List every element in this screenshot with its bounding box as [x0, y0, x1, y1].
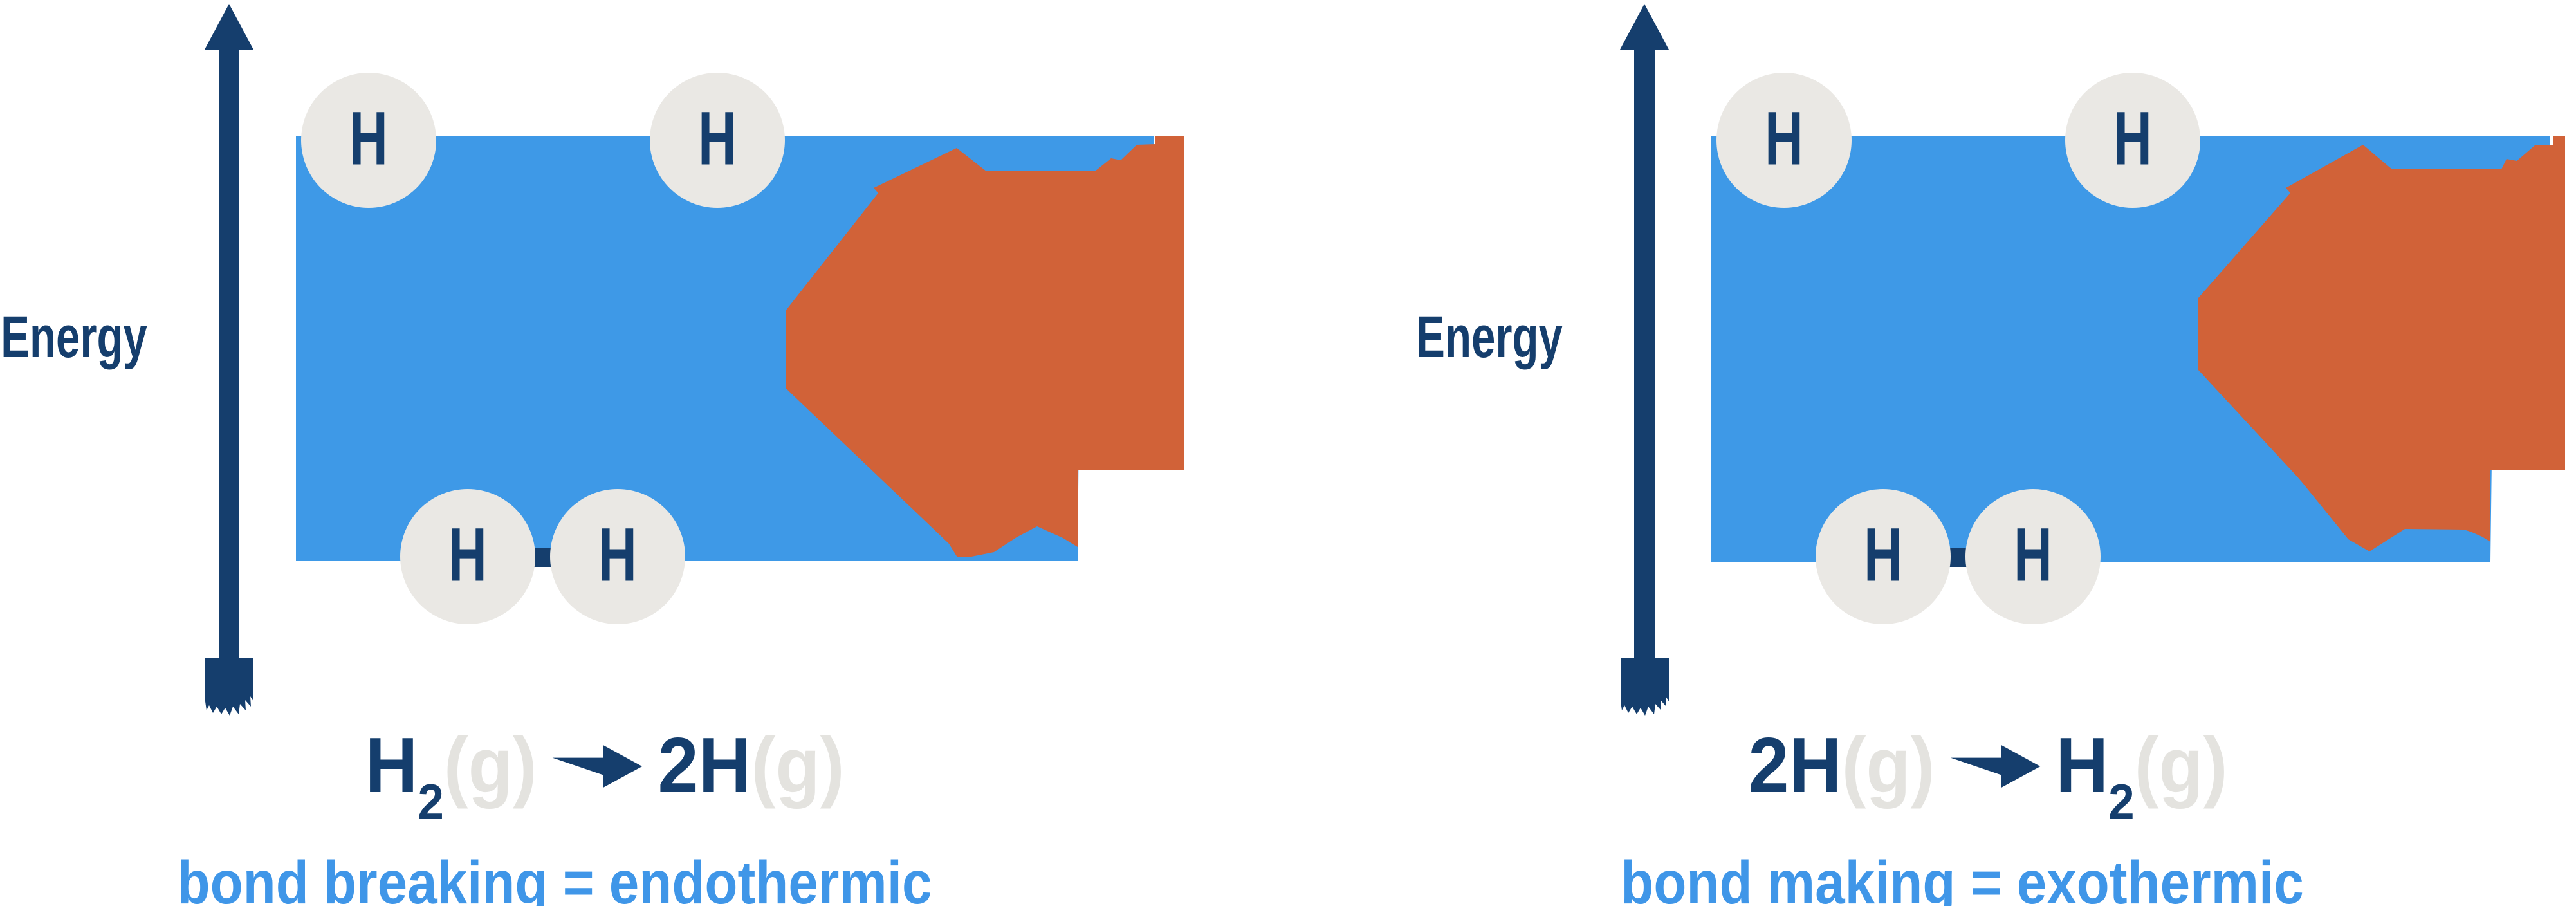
equation-term: H — [365, 721, 418, 809]
right-hydrogen-atom-circle-bottom-left — [1816, 489, 1951, 624]
left-atom-label-top-left: H — [349, 96, 388, 181]
right-atom-label-top-left: H — [1765, 96, 1803, 181]
left-atom-label-top-mid: H — [698, 96, 737, 181]
right-hydrogen-atom-circle-bottom-right — [1965, 489, 2101, 624]
right-orange-energy-arrow — [2198, 136, 2565, 551]
right-energy-axis-arrow — [1620, 4, 1669, 676]
equation-gas-state: (g) — [1841, 721, 1935, 809]
reaction-arrow-icon — [552, 744, 643, 788]
equation-term: 2H — [1748, 721, 1842, 809]
right-atom-label-top-mid: H — [2113, 96, 2152, 181]
right-caption: bond making = exothermic — [1621, 849, 2304, 906]
left-hydrogen-atom-circle-top-mid — [650, 73, 785, 208]
left-energy-axis-torn-base — [205, 658, 253, 716]
equation-subscript: 2 — [418, 773, 444, 830]
reaction-arrow-icon — [1950, 744, 2041, 788]
left-energy-axis-label: Energy — [1, 304, 147, 370]
right-atom-label-bottom-right: H — [2014, 512, 2052, 598]
equation-term: 2H — [658, 721, 751, 809]
left-orange-energy-arrow — [786, 136, 1184, 557]
right-atom-label-bottom-left: H — [1864, 512, 1902, 598]
right-energy-axis-torn-base — [1621, 658, 1669, 716]
equation-gas-state: (g) — [751, 721, 845, 809]
left-hydrogen-atom-circle-top-left — [301, 73, 436, 208]
right-hydrogen-atom-circle-top-mid — [2065, 73, 2200, 208]
equation-gas-state: (g) — [2134, 721, 2228, 809]
left-energy-axis-arrow — [205, 4, 253, 676]
left-hydrogen-atom-circle-bottom-right — [550, 489, 685, 624]
equation-subscript: 2 — [2108, 773, 2135, 830]
left-atom-label-bottom-left: H — [448, 512, 487, 598]
right-energy-axis-label: Energy — [1416, 304, 1563, 370]
equation-gas-state: (g) — [443, 721, 537, 809]
right-reaction-equation: 2H(g)H2(g) — [1749, 726, 2228, 827]
left-atom-label-bottom-right: H — [598, 512, 637, 598]
left-caption: bond breaking = endothermic — [177, 849, 932, 906]
equation-term: H — [2056, 721, 2109, 809]
left-hydrogen-atom-circle-bottom-left — [400, 489, 535, 624]
right-hydrogen-atom-circle-top-left — [1716, 73, 1852, 208]
left-reaction-equation: H2(g)2H(g) — [365, 726, 845, 827]
